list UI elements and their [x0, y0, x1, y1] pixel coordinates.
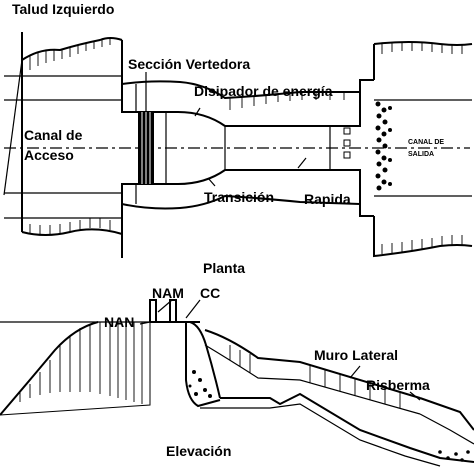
- leader-risberma: [409, 391, 421, 401]
- label-cc: CC: [200, 285, 220, 301]
- label-canal-acceso-1: Canal de: [24, 127, 83, 143]
- left-slope-top: [21, 32, 123, 62]
- side-wall-inner: [204, 344, 421, 415]
- label-canal-salida-2: SALIDA: [408, 151, 434, 158]
- berm-lower: [419, 413, 474, 445]
- side-wall-top: [204, 329, 421, 399]
- label-muro-lateral: Muro Lateral: [314, 347, 398, 363]
- plan-view: Talud Izquierdo Sección Vertedora Disipa…: [3, 1, 473, 276]
- right-slope-top: [373, 41, 473, 80]
- leader-dissipator: [194, 107, 201, 117]
- elevation-view: NAM CC NAN Muro Lateral Risberma Elevaci…: [0, 285, 474, 467]
- outlet-riprap: [375, 101, 392, 191]
- leader-cc: [185, 299, 201, 319]
- dam-upstream-face: [0, 321, 99, 416]
- elevation-title: Elevación: [166, 443, 231, 459]
- label-nam: NAM: [152, 285, 184, 301]
- chute-floor-lower: [200, 403, 441, 467]
- weir-back: [185, 322, 221, 408]
- berm: [419, 397, 474, 431]
- berm-stones: [438, 450, 470, 462]
- label-risberma: Risberma: [366, 377, 430, 393]
- left-slope-hatch-top: [29, 38, 111, 70]
- label-canal-acceso-2: Acceso: [24, 147, 74, 163]
- lower-wall-outer: [121, 194, 361, 210]
- upper-wall-hatch: [229, 92, 345, 110]
- right-slope-bottom: [373, 216, 473, 258]
- leader-rapida: [297, 157, 307, 169]
- leader-nam: [157, 299, 173, 313]
- label-canal-salida-1: CANAL DE: [408, 139, 444, 146]
- upper-wall: [121, 40, 374, 127]
- right-slope-hatch: [381, 42, 463, 254]
- dam-fill: [0, 321, 151, 416]
- label-disipador-energia: Disipador de energía: [194, 83, 333, 99]
- chute-floor: [220, 392, 474, 463]
- upper-wall-outer: [121, 80, 360, 100]
- dam-hatch: [19, 322, 143, 404]
- left-slope-bottom: [21, 228, 123, 258]
- label-rapida: Rapida: [304, 191, 351, 207]
- label-talud-izquierdo: Talud Izquierdo: [12, 1, 114, 17]
- plan-title: Planta: [203, 260, 245, 276]
- crest: [149, 299, 177, 322]
- lower-wall: [121, 169, 374, 258]
- weir-stones: [188, 370, 212, 398]
- leader-muro-lateral: [349, 365, 361, 379]
- label-transicion: Transición: [204, 189, 274, 205]
- label-seccion-vertedora: Sección Vertedora: [128, 56, 250, 72]
- leader-talud: [3, 59, 23, 196]
- leader-transicion: [207, 177, 216, 187]
- left-slope-hatch-bottom: [29, 218, 111, 235]
- leader-nan: [139, 321, 151, 325]
- weir-section-stripes: [141, 112, 151, 184]
- dissipator-blocks: [343, 127, 351, 159]
- side-wall-hatch: [229, 345, 401, 408]
- label-nan: NAN: [104, 314, 134, 330]
